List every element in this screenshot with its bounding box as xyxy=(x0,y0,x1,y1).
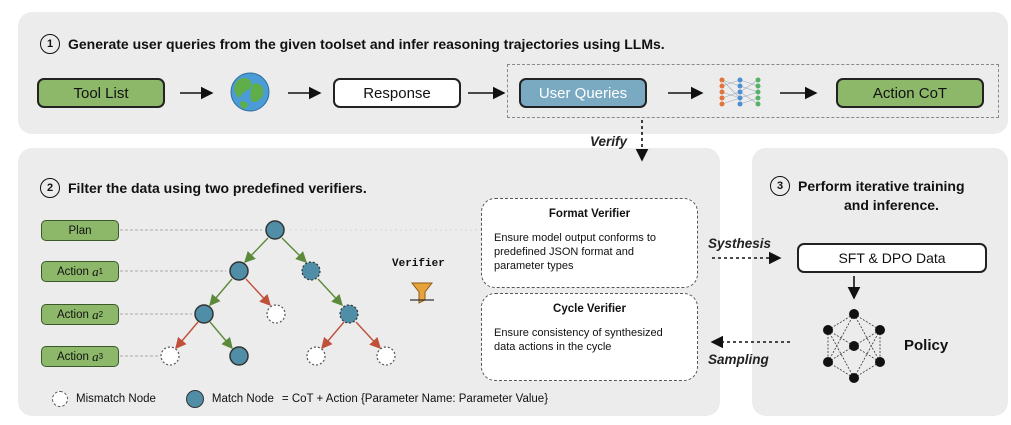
user-queries-dashed-region xyxy=(507,64,999,118)
step1-heading: 1 Generate user queries from the given t… xyxy=(40,34,665,54)
tool-list-box: Tool List xyxy=(37,78,165,108)
response-box: Response xyxy=(333,78,461,108)
legend-match-label: Match Node xyxy=(211,393,274,405)
action-a1-sub: 1 xyxy=(98,267,104,276)
action-a1-prefix: Action xyxy=(56,265,93,278)
step1-panel xyxy=(18,12,1008,134)
step1-title: Generate user queries from the given too… xyxy=(68,36,665,52)
step3-title-line2: and inference. xyxy=(844,197,939,213)
verify-label: Verify xyxy=(590,134,628,149)
sampling-label: Sampling xyxy=(708,352,769,367)
legend: Mismatch Node Match Node = CoT + Action … xyxy=(52,390,548,408)
legend-formula: = CoT + Action {Parameter Name: Paramete… xyxy=(281,393,549,405)
action-a3-var: a xyxy=(92,348,99,364)
cycle-verifier-title: Cycle Verifier xyxy=(553,303,626,315)
action-cot-box: Action CoT xyxy=(836,78,984,108)
action-a2-prefix: Action xyxy=(56,308,93,321)
action-a3-sub: 3 xyxy=(98,352,104,361)
format-verifier-box: Format Verifier Ensure model output conf… xyxy=(481,198,698,288)
cycle-verifier-text: Ensure consistency of synthesized data a… xyxy=(494,327,663,353)
action-a2-sub: 2 xyxy=(98,310,104,319)
format-verifier-title: Format Verifier xyxy=(548,208,631,220)
plan-box: Plan xyxy=(41,220,119,241)
legend-mismatch-label: Mismatch Node xyxy=(76,393,156,405)
step3-number: 3 xyxy=(770,176,790,196)
step2-heading: 2 Filter the data using two predefined v… xyxy=(40,178,367,198)
action-a1-var: a xyxy=(92,263,99,279)
step2-title: Filter the data using two predefined ver… xyxy=(68,180,367,196)
step2-number: 2 xyxy=(40,178,60,198)
policy-label: Policy xyxy=(904,337,949,354)
sft-dpo-data-box: SFT & DPO Data xyxy=(797,243,987,273)
mismatch-node-swatch xyxy=(52,391,68,407)
action-a3-prefix: Action xyxy=(56,350,93,363)
synthesis-label: Systhesis xyxy=(708,236,772,251)
match-node-swatch xyxy=(185,390,204,408)
step3-title-line1: Perform iterative training xyxy=(798,177,965,194)
action-a2-var: a xyxy=(92,306,99,322)
verifier-label: Verifier xyxy=(392,258,445,270)
step1-number: 1 xyxy=(40,34,60,54)
step3-heading: 3 Perform iterative training and inferen… xyxy=(770,176,965,215)
cycle-verifier-box: Cycle Verifier Ensure consistency of syn… xyxy=(481,293,698,381)
user-queries-box: User Queries xyxy=(519,78,647,108)
format-verifier-text: Ensure model output conforms to predefin… xyxy=(494,232,657,272)
